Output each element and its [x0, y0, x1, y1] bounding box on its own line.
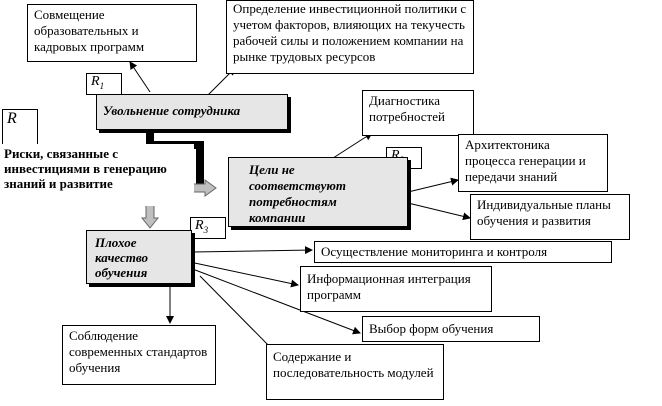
r3-tag: R3 [190, 217, 226, 239]
node-a2: Определение инвестиционной политики с уч… [226, 0, 474, 74]
node-c2: Информационная интеграция программ [300, 266, 492, 312]
arrow-r2-b1 [329, 132, 373, 161]
arrow-r3-c4 [199, 275, 276, 353]
node-c1: Осуществление мониторинга и контроля [314, 241, 612, 263]
node-a1-label: Совмещение образовательных и кадровых пр… [34, 7, 145, 54]
arrow-r3-c3 [189, 267, 361, 335]
arrow-r3-c1 [192, 246, 313, 255]
node-c1-label: Осуществление мониторинга и контроля [321, 244, 548, 259]
node-c4: Содержание и последовательность модулей [266, 344, 444, 400]
node-c4-label: Содержание и последовательность модулей [273, 349, 434, 380]
node-a2-label: Определение инвестиционной политики с уч… [233, 1, 467, 64]
arrow-r1-a1 [129, 61, 151, 93]
node-r2-label: Цели не соответствуют потребностям компа… [249, 162, 346, 225]
node-b3: Индивидуальные планы обучения и развития [470, 194, 630, 240]
node-c2-label: Информационная интеграция программ [307, 271, 471, 302]
node-r3-label: Плохое качество обучения [95, 235, 149, 280]
root-tag-label: R [7, 110, 17, 127]
node-c5-label: Соблюдение современных стандартов обучен… [69, 328, 208, 375]
node-root-label: Риски, связанные с инвестициями в генера… [4, 146, 167, 191]
r1-tag: R1 [86, 73, 122, 95]
node-root: Риски, связанные с инвестициями в генера… [2, 144, 194, 206]
node-b3-label: Индивидуальные планы обучения и развития [477, 197, 611, 228]
node-r3: Плохое качество обучения [86, 230, 192, 284]
arrow-r2-b2 [407, 177, 459, 193]
node-b1: Диагностика потребностей [362, 90, 474, 136]
node-b1-label: Диагностика потребностей [369, 93, 445, 124]
arrow-r3-c2 [189, 261, 299, 288]
node-a1: Совмещение образовательных и кадровых пр… [27, 4, 197, 62]
arrow-to-r3 [140, 204, 160, 229]
node-c5: Соблюдение современных стандартов обучен… [62, 325, 216, 385]
node-r1-label: Увольнение сотрудника [103, 103, 241, 118]
node-r1: Увольнение сотрудника [96, 94, 288, 130]
node-b2: Архитектоника процесса генерации и перед… [458, 134, 608, 192]
arrow-r2-b3 [407, 202, 471, 221]
arrow-to-r2 [191, 179, 217, 197]
node-r2: Цели не соответствуют потребностям компа… [228, 157, 408, 227]
node-c3: Выбор форм обучения [362, 316, 540, 342]
root-tag: R [2, 109, 38, 145]
node-c3-label: Выбор форм обучения [369, 321, 494, 336]
node-b2-label: Архитектоника процесса генерации и перед… [465, 137, 586, 184]
